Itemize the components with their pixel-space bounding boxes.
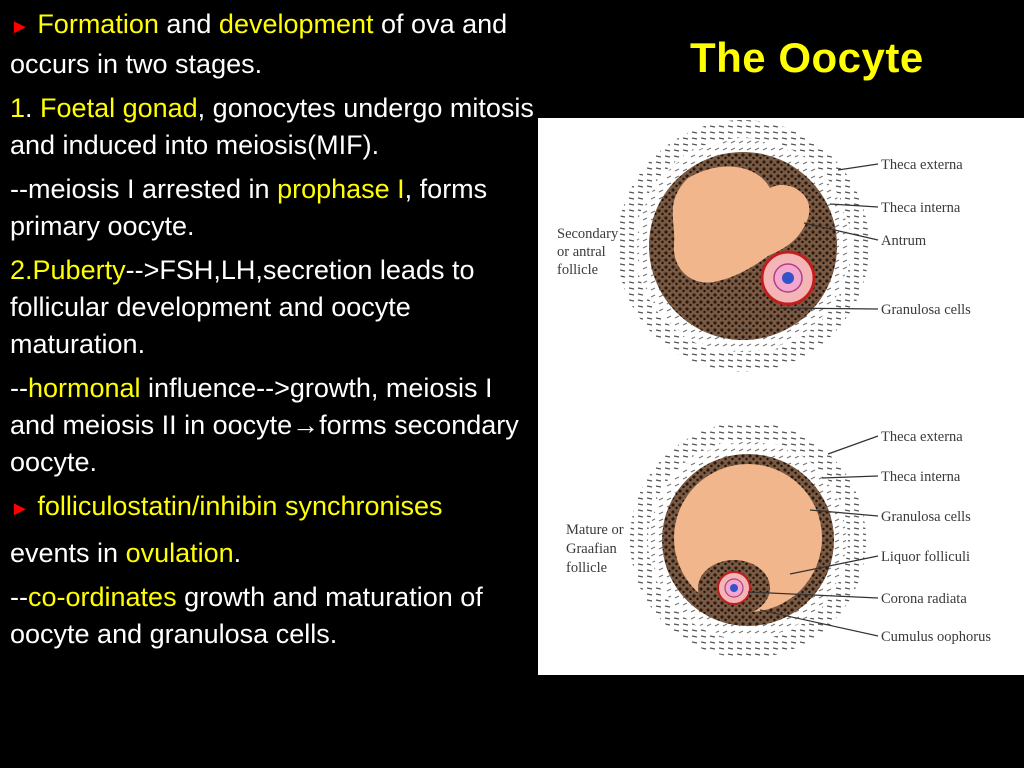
highlight-puberty: .Puberty (25, 255, 126, 285)
secondary-follicle-labels: Secondary or antral follicle Theca exter… (557, 157, 971, 318)
paragraph-coordinates: --co-ordinates growth and maturation of … (10, 579, 542, 653)
graafian-follicle-side-label: Graafian (566, 541, 617, 557)
highlight-hormonal: hormonal (27, 373, 141, 403)
label-liquor-folliculi: Liquor folliculi (881, 549, 970, 565)
highlight-development: development (218, 9, 374, 39)
highlight-co-ordinates: co-ordinates (27, 582, 177, 612)
secondary-follicle-pointer-lines (779, 163, 879, 310)
red-triangle-bullet-icon: ► (10, 498, 30, 520)
paragraph-puberty: 2.Puberty-->FSH,LH,secretion leads to fo… (10, 252, 542, 363)
graafian-follicle-side-label: Mature or (566, 522, 624, 538)
graafian-follicle-side-label: follicle (566, 560, 607, 576)
red-triangle-bullet-icon: ► (10, 16, 30, 38)
secondary-follicle-side-label: or antral (557, 244, 606, 260)
stage-number: 2 (10, 255, 26, 285)
text: , gonocytes undergo mitosis and induced … (10, 93, 534, 160)
highlight-folliculostatin: folliculostatin/inhibin synchronises (37, 491, 443, 521)
graafian-follicle (630, 422, 866, 658)
text: of ova and occurs in two stages. (10, 9, 508, 79)
label-theca-interna: Theca interna (881, 200, 961, 216)
text: . (25, 93, 41, 123)
text: , forms primary oocyte. (10, 174, 488, 241)
secondary-follicle (617, 120, 869, 372)
paragraph-hormonal: --hormonal influence-->growth, meiosis I… (10, 370, 542, 481)
label-granulosa-cells: Granulosa cells (881, 509, 971, 525)
text: forms secondary oocyte. (10, 410, 519, 477)
right-arrow-icon: → (292, 410, 320, 440)
graafian-follicle-pointer-lines (747, 435, 879, 637)
follicle-diagram: Secondary or antral follicle Theca exter… (538, 118, 1024, 675)
text: events in (10, 538, 126, 568)
text: -- (10, 582, 28, 612)
label-theca-externa: Theca externa (881, 157, 963, 173)
secondary-follicle-side-label: follicle (557, 262, 598, 278)
paragraph-meiosis-arrest: --meiosis I arrested in prophase I, form… (10, 171, 542, 245)
paragraph-folliculostatin: ► folliculostatin/inhibin synchronises (10, 488, 542, 528)
secondary-follicle-side-label: Secondary (557, 226, 619, 242)
body-text: ► Formation and development of ova and o… (10, 6, 542, 660)
text: influence-->growth, meiosis I and meiosi… (10, 373, 493, 440)
highlight-foetal-gonad: Foetal gonad (40, 93, 198, 123)
text: -- (10, 373, 28, 403)
paragraph-formation: ► Formation and development of ova and o… (10, 6, 542, 83)
label-cumulus-oophorus: Cumulus oophorus (881, 629, 991, 645)
text: growth and maturation of oocyte and gran… (10, 582, 483, 649)
slide-title: The Oocyte (690, 34, 924, 81)
highlight-prophase: prophase I (277, 174, 405, 204)
highlight-formation: Formation (37, 9, 159, 39)
label-granulosa-cells: Granulosa cells (881, 302, 971, 318)
text: --meiosis I arrested in (10, 174, 278, 204)
paragraph-foetal-gonad: 1. Foetal gonad, gonocytes undergo mitos… (10, 90, 542, 164)
label-theca-externa: Theca externa (881, 429, 963, 445)
text: and (158, 9, 219, 39)
graafian-follicle-labels: Mature or Graafian follicle Theca extern… (566, 429, 991, 645)
text: -->FSH,LH,secretion leads to follicular … (10, 255, 475, 359)
label-antrum: Antrum (881, 233, 927, 249)
label-corona-radiata: Corona radiata (881, 591, 967, 607)
stage-number: 1 (10, 93, 26, 123)
text: . (233, 538, 242, 568)
label-theca-interna: Theca interna (881, 469, 961, 485)
highlight-ovulation: ovulation (125, 538, 234, 568)
paragraph-ovulation: events in ovulation. (10, 535, 542, 572)
